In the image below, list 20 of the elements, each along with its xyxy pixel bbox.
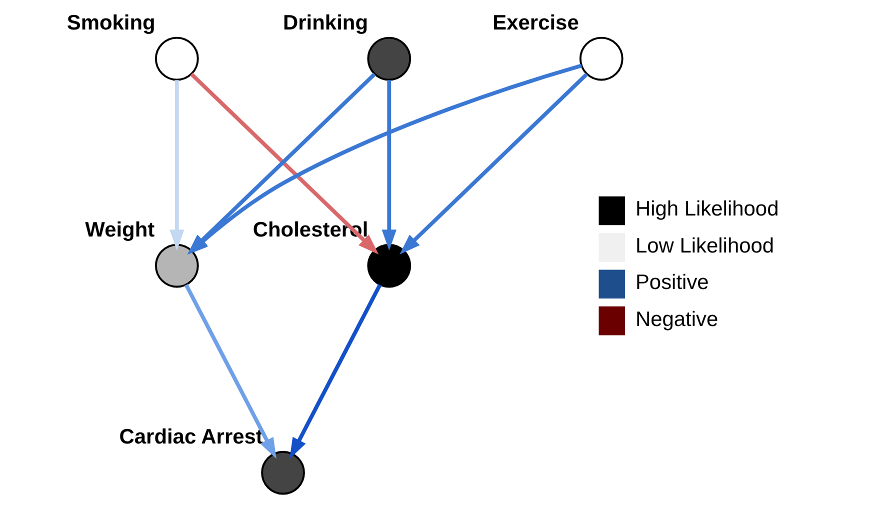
node-label: Drinking bbox=[283, 11, 368, 34]
node-circle bbox=[154, 243, 199, 288]
legend-label: High Likelihood bbox=[635, 197, 779, 220]
node-circle bbox=[261, 450, 305, 494]
arrow bbox=[290, 283, 382, 458]
arrow bbox=[400, 72, 588, 254]
arrow bbox=[184, 283, 276, 458]
node-circle bbox=[579, 36, 624, 80]
legend-label: Negative bbox=[635, 307, 718, 330]
legend-label: Positive bbox=[635, 270, 709, 294]
node-circle bbox=[367, 243, 412, 288]
node-label: Exercise bbox=[492, 11, 579, 34]
node-label: Weight bbox=[85, 218, 155, 242]
node-circle bbox=[367, 36, 412, 80]
arrow bbox=[170, 80, 184, 250]
node-circle bbox=[154, 36, 199, 80]
node-label: Smoking bbox=[66, 11, 156, 34]
node-label: Cardiac Arrest bbox=[119, 425, 263, 448]
arrow bbox=[382, 80, 396, 250]
legend-label: Low Likelihood bbox=[635, 234, 774, 257]
